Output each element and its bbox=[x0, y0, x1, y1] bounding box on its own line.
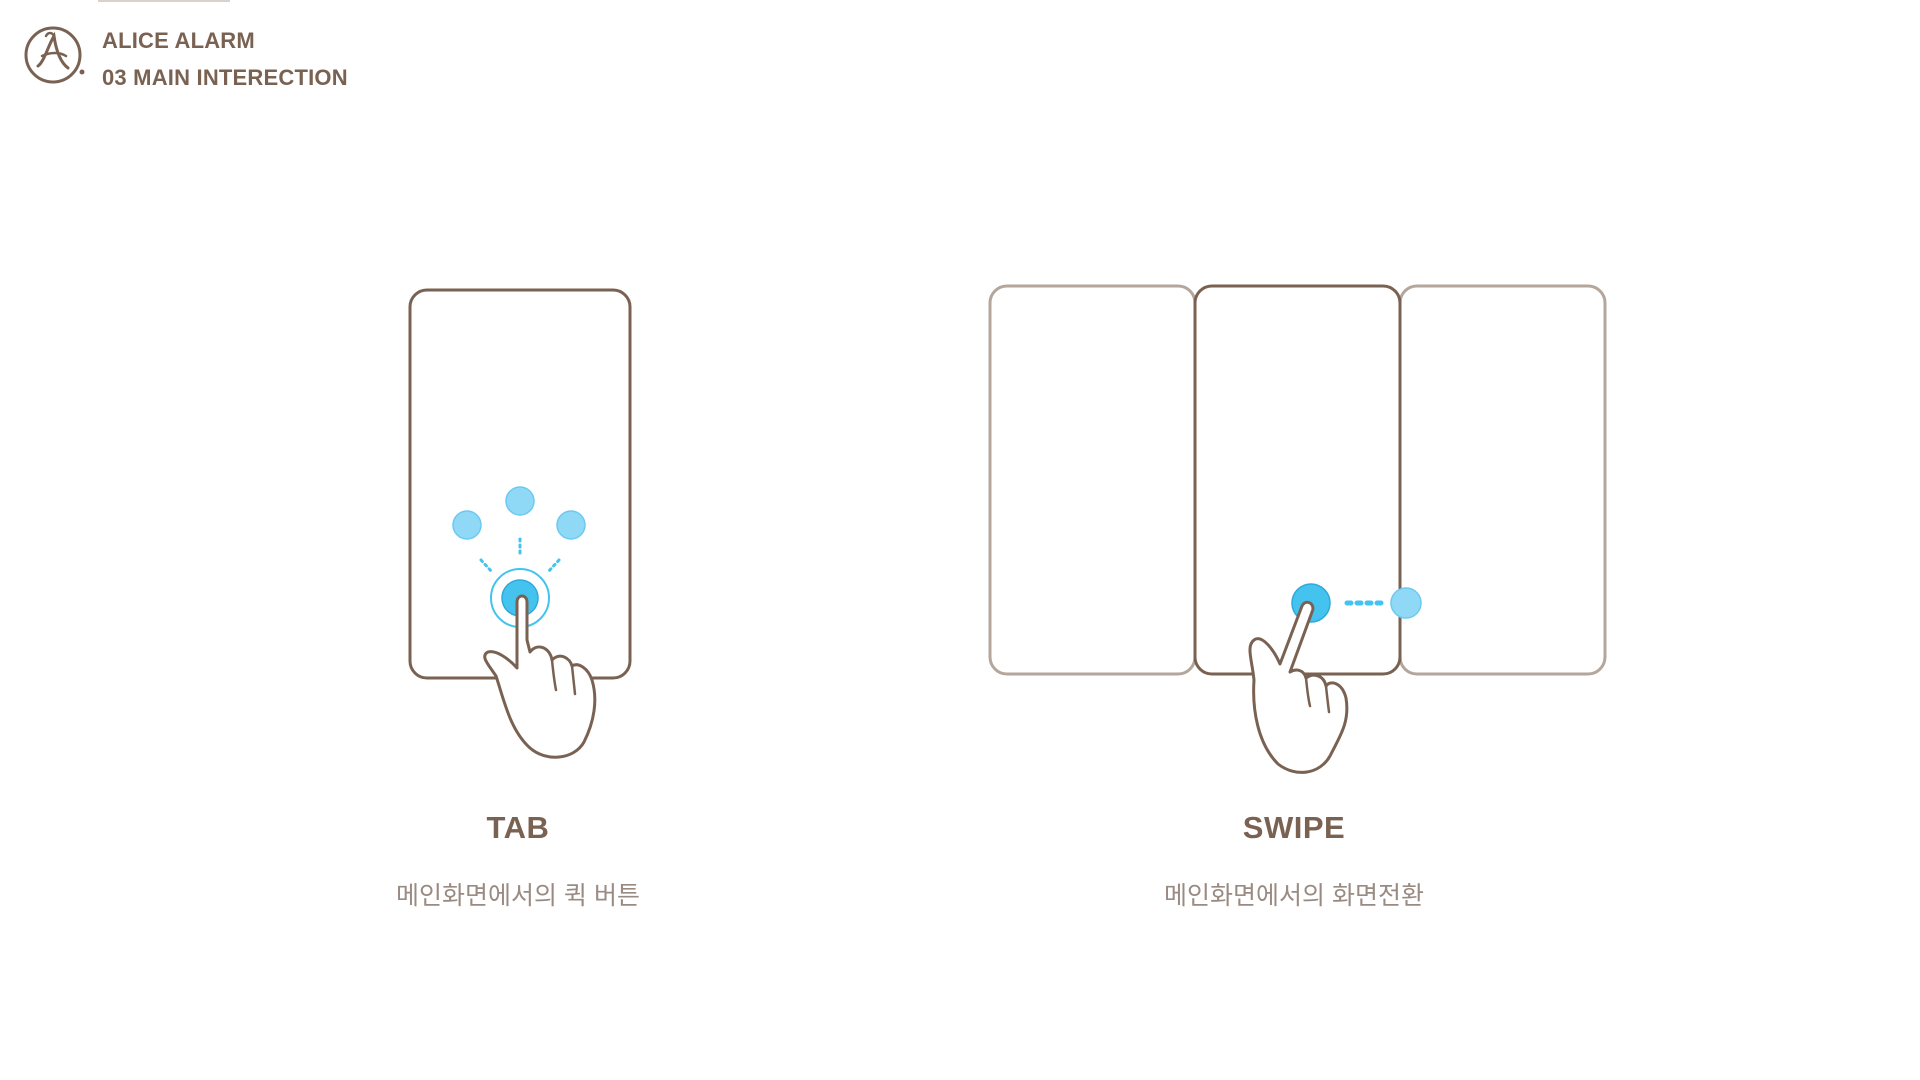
swipe-description: 메인화면에서의 화면전환 bbox=[1164, 882, 1424, 910]
tab-illustration bbox=[408, 288, 632, 759]
swipe-left-screen bbox=[988, 284, 1197, 676]
swipe-right-screen bbox=[1398, 284, 1607, 676]
quick-button-left bbox=[452, 510, 482, 540]
tab-description: 메인화면에서의 퀵 버튼 bbox=[396, 882, 640, 910]
section-title: 03 MAIN INTERECTION bbox=[102, 65, 348, 90]
quick-button-right bbox=[556, 510, 586, 540]
quick-button-center bbox=[505, 486, 535, 516]
header-divider bbox=[98, 0, 230, 2]
alice-logo-icon bbox=[24, 26, 85, 84]
hand-swipe-icon bbox=[1248, 600, 1349, 774]
tab-title: TAB bbox=[486, 810, 550, 845]
brand-block: ALICE ALARM 03 MAIN INTERECTION bbox=[102, 22, 348, 96]
swipe-illustration bbox=[988, 284, 1607, 774]
hand-tap-icon bbox=[483, 594, 597, 759]
swipe-target-point bbox=[1390, 587, 1422, 619]
app-name: ALICE ALARM bbox=[102, 28, 255, 53]
swipe-title: SWIPE bbox=[1242, 810, 1346, 845]
